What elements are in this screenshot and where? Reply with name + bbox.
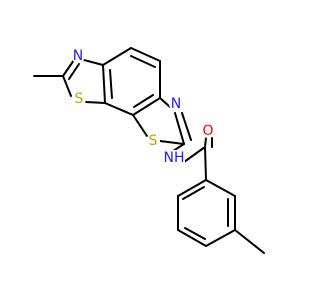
molecule-structure: N S N S NH O [33,47,265,254]
bond-c5a-c8a [132,97,161,116]
atom-s2-label: S [149,133,158,149]
atom-s2: S [146,133,160,149]
bond-c3a-c4 [102,47,132,66]
bond-s1-c7a [85,101,106,104]
bond-camide-cipso [204,146,207,181]
bond-nh-camide [183,146,206,163]
bond-camide-o [204,137,207,148]
bond-c4-c5-double [130,55,156,68]
bond-c2-n1-double [68,63,80,80]
atom-labels: N S N S NH O [71,48,215,166]
bond-c5a-n2 [159,97,171,108]
bond-ring2-1-double [182,186,205,200]
atom-s1-label: S [75,91,84,107]
bond-n1-c3a [83,59,104,66]
bond-ring2-3 [177,229,207,247]
bond-para-methyl [234,229,265,254]
atom-n2-label: N [171,96,181,112]
bond-c5a-c8a-double [133,94,154,108]
atom-n1: N [71,48,85,64]
atom-s1: S [72,91,86,107]
atom-n2: N [169,96,183,112]
bond-n2-c2b-double [181,112,192,141]
bond-ring2-3-double [184,227,206,240]
bond-c2-n1 [62,59,75,77]
bond-c4-c5 [130,47,161,62]
bond-s2-c2b [159,140,185,145]
bond-c3a-c7a [102,64,106,104]
atom-nh: NH [163,150,185,166]
bond-n2-c2b [174,112,185,145]
bond-c3a-c7a-double [109,69,113,99]
bond-ring2-1 [177,179,207,197]
bond-ring2-4 [205,229,236,247]
bond-c8a-s2 [132,114,148,137]
bond-c2-s1 [62,75,72,97]
bond-ring2-6 [205,179,236,197]
atom-o1-label: O [202,123,213,139]
atom-n1-label: N [73,48,83,64]
atom-nh-label: NH [164,150,185,166]
atom-o1: O [201,123,215,139]
bond-c8a-c7a [104,102,134,116]
bonds [33,47,265,254]
